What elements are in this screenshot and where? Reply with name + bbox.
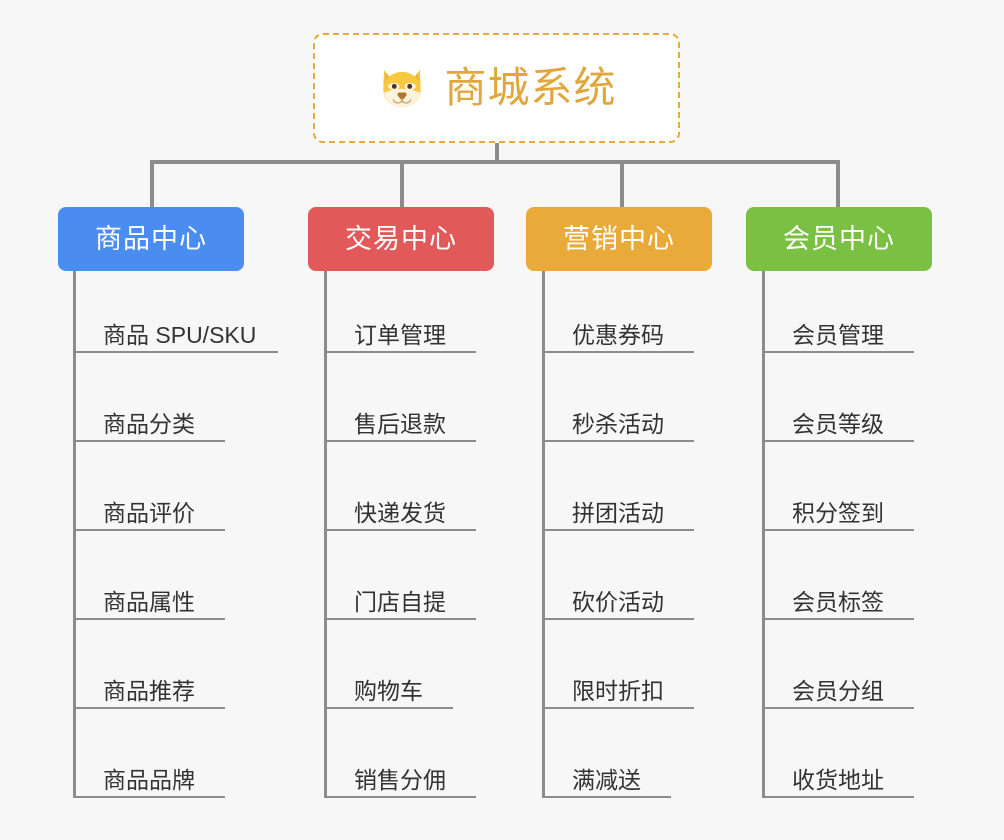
root-node[interactable]: 商城系统 [313,33,680,143]
leaf-label: 拼团活动 [572,500,664,526]
leaf-underline [73,618,225,620]
leaf-underline [762,618,914,620]
leaf-underline [542,796,671,798]
leaf-underline [324,529,476,531]
leaf-underline [762,529,914,531]
leaf-label: 购物车 [354,678,423,704]
branch-box-member-center[interactable]: 会员中心 [746,207,932,271]
leaf-underline [73,707,225,709]
branch-label: 商品中心 [95,223,207,254]
leaf-label: 订单管理 [354,322,446,348]
leaf-label: 门店自提 [354,589,446,615]
connector-root-stem [495,143,499,162]
leaf-underline [324,351,476,353]
branch-box-marketing-center[interactable]: 营销中心 [526,207,712,271]
leaf-underline [542,618,694,620]
leaf-label: 会员标签 [792,589,884,615]
leaf-underline [542,440,694,442]
connector-drop-1 [150,160,154,208]
leaf-underline [324,440,476,442]
leaf-underline [324,796,476,798]
leaf-underline [762,440,914,442]
leaf-underline [73,529,225,531]
branch-label: 会员中心 [783,223,895,254]
leaf-underline [542,351,694,353]
leaf-label: 销售分佣 [354,767,446,793]
leaf-label: 售后退款 [354,411,446,437]
connector-drop-3 [620,160,624,208]
connector-horizontal-bus [150,160,840,164]
leaf-label: 会员管理 [792,322,884,348]
leaf-spine [73,271,76,798]
leaf-label: 优惠券码 [572,322,664,348]
leaf-spine [324,271,327,798]
shiba-dog-face-icon [383,70,422,110]
leaf-underline [762,351,914,353]
branch-label: 营销中心 [563,223,675,254]
leaf-underline [73,351,278,353]
leaf-label: 商品推荐 [103,678,195,704]
branch-box-product-center[interactable]: 商品中心 [58,207,244,271]
leaf-label: 限时折扣 [572,678,664,704]
leaf-spine [542,271,545,798]
leaf-label: 积分签到 [792,500,884,526]
leaf-label: 收货地址 [792,767,884,793]
leaf-underline [324,618,476,620]
leaf-label: 砍价活动 [572,589,664,615]
connector-drop-4 [836,160,840,208]
leaf-underline [542,707,694,709]
leaf-label: 快递发货 [354,500,446,526]
leaf-underline [542,529,694,531]
leaf-underline [73,440,225,442]
leaf-spine [762,271,765,798]
leaf-label: 秒杀活动 [572,411,664,437]
leaf-label: 会员分组 [792,678,884,704]
leaf-label: 商品品牌 [103,767,195,793]
connector-drop-2 [400,160,404,208]
leaf-underline [324,707,453,709]
branch-label: 交易中心 [345,223,457,254]
leaf-label: 会员等级 [792,411,884,437]
leaf-underline [73,796,225,798]
leaf-underline [762,707,914,709]
leaf-underline [762,796,914,798]
leaf-label: 商品评价 [103,500,195,526]
leaf-label: 商品分类 [103,411,195,437]
leaf-label: 商品属性 [103,589,195,615]
leaf-label: 商品 SPU/SKU [103,322,257,348]
leaf-label: 满减送 [572,767,641,793]
branch-box-trade-center[interactable]: 交易中心 [308,207,494,271]
root-title: 商城系统 [444,64,617,111]
